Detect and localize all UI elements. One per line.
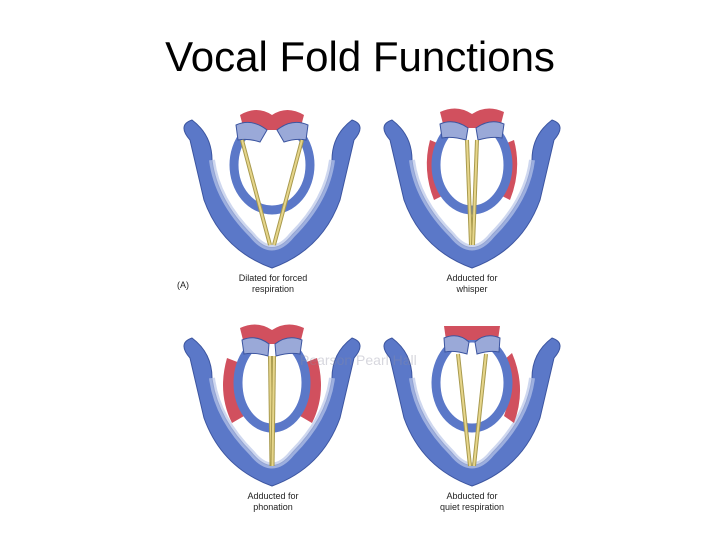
diagram-whisper xyxy=(372,100,572,270)
larynx-illustration-phonation xyxy=(183,324,361,487)
larynx-illustration-quiet xyxy=(383,326,561,487)
caption-line: Adducted for xyxy=(446,273,498,283)
larynx-illustration-dilated xyxy=(183,110,361,269)
diagram-phonation xyxy=(172,318,372,488)
caption-line: Abducted for xyxy=(446,491,498,501)
caption-line: Adducted for xyxy=(247,491,299,501)
diagram-quiet-respiration xyxy=(372,318,572,488)
caption-quiet-respiration: Abducted for quiet respiration xyxy=(387,491,557,513)
caption-dilated: Dilated for forced respiration xyxy=(188,273,358,295)
diagram-dilated xyxy=(172,100,372,270)
caption-phonation: Adducted for phonation xyxy=(188,491,358,513)
caption-line: quiet respiration xyxy=(439,502,505,512)
page-title: Vocal Fold Functions xyxy=(165,33,555,80)
publisher-watermark: Pearson Pearl Hall xyxy=(300,352,417,368)
larynx-illustration-whisper xyxy=(383,108,561,269)
caption-whisper: Adducted for whisper xyxy=(387,273,557,295)
caption-line: whisper xyxy=(456,284,488,294)
caption-line: Dilated for forced xyxy=(238,273,308,283)
caption-line: respiration xyxy=(251,284,295,294)
figure-label: (A) xyxy=(177,280,189,290)
caption-line: phonation xyxy=(253,502,293,512)
